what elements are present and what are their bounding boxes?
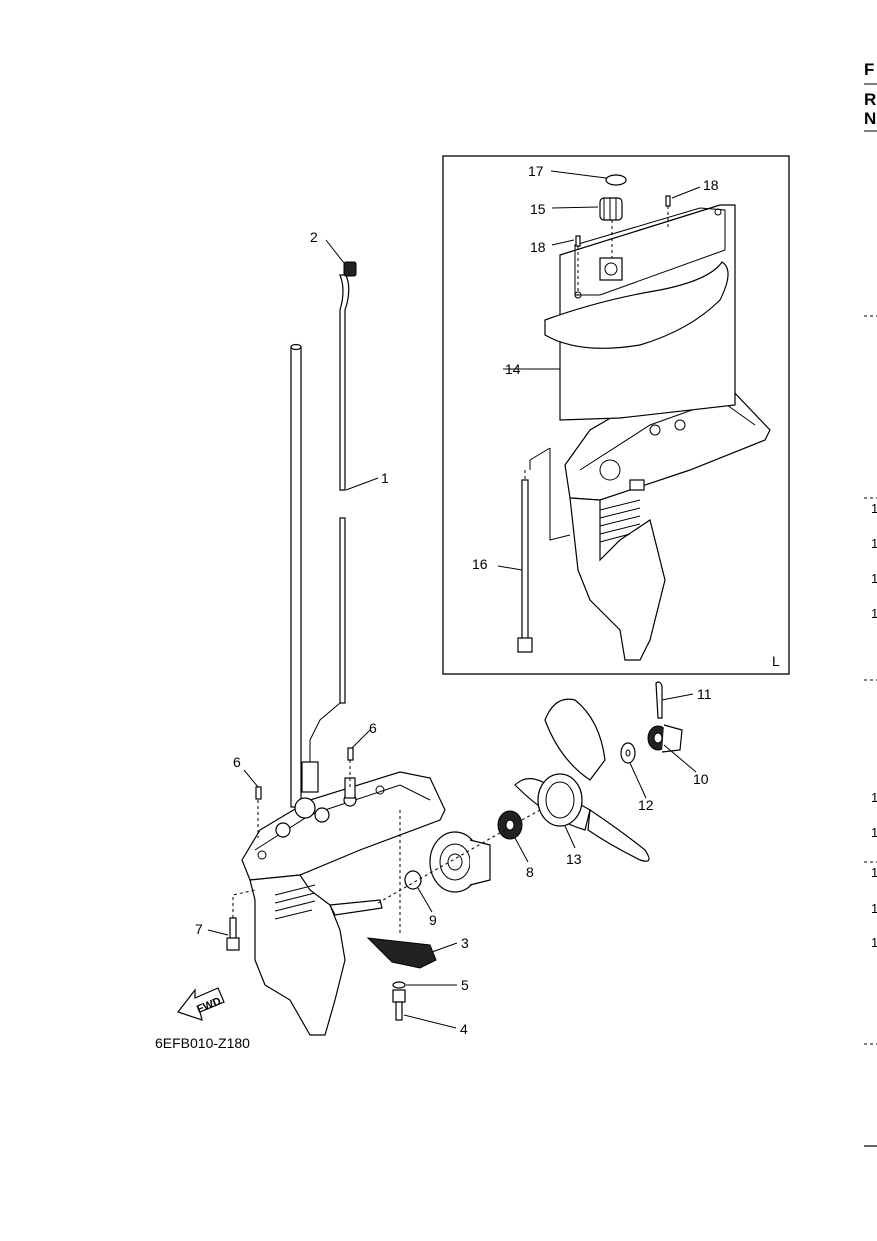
callout-8: 8 (526, 864, 534, 880)
dowel-pin-a (575, 235, 581, 247)
drive-shaft (290, 343, 302, 808)
edge-digit-7: 1 (871, 901, 877, 916)
fwd-arrow: FWD (177, 987, 225, 1021)
callout-1: 1 (381, 470, 389, 486)
callout-10: 10 (693, 771, 709, 787)
edge-digit-2: 1 (871, 571, 877, 586)
edge-letter-1: R (864, 90, 876, 109)
edge-digit-8: 1 (871, 935, 877, 950)
dowel-pin-6a (255, 786, 262, 800)
callout-18a: 18 (530, 239, 546, 255)
right-edge-fragment: F R N 1 1 1 1 1 1 1 1 1 (864, 60, 877, 1147)
bearing-housing (429, 831, 491, 893)
propeller-shaft (329, 899, 383, 916)
edge-digit-5: 1 (871, 825, 877, 840)
upper-casing (544, 204, 736, 421)
dowel-pin-6b (347, 747, 354, 761)
o-ring-9 (404, 870, 422, 890)
callout-15: 15 (530, 201, 546, 217)
callout-14: 14 (505, 361, 521, 377)
callout-13: 13 (566, 851, 582, 867)
callout-17: 17 (528, 163, 544, 179)
edge-digit-0: 1 (871, 501, 877, 516)
edge-letter-0: F (864, 60, 874, 79)
callout-16: 16 (472, 556, 488, 572)
shift-rod (309, 274, 350, 765)
nut (599, 197, 623, 221)
edge-letter-2: N (864, 109, 876, 128)
callout-6b: 6 (369, 720, 377, 736)
propeller (514, 698, 650, 862)
edge-digit-6: 1 (871, 865, 877, 880)
drawing-code: 6EFB010-Z180 (155, 1035, 250, 1051)
bolt-4 (392, 989, 406, 1021)
callout-3: 3 (461, 935, 469, 951)
callout-11: 11 (697, 686, 712, 702)
inset-label: L (772, 653, 780, 669)
circlip (605, 174, 627, 186)
edge-digit-4: 1 (871, 790, 877, 805)
propeller-nut (647, 724, 683, 753)
washer-5 (392, 981, 406, 989)
leader-lines (207, 170, 701, 1029)
long-bolt (517, 470, 533, 653)
callout-6a: 6 (233, 754, 241, 770)
lower-unit (241, 761, 446, 1036)
callout-4: 4 (460, 1021, 468, 1037)
callout-5: 5 (461, 977, 469, 993)
edge-digit-1: 1 (871, 536, 877, 551)
dowel-pin-b (665, 195, 671, 207)
inset-frame (442, 155, 790, 675)
callout-12: 12 (638, 797, 654, 813)
grommet (343, 261, 357, 277)
bolt-7 (226, 889, 256, 951)
anode (366, 937, 437, 969)
callout-2: 2 (310, 229, 318, 245)
edge-digit-3: 1 (871, 606, 877, 621)
cotter-pin (655, 681, 663, 719)
callout-7: 7 (195, 921, 203, 937)
inset-lower-casing (564, 387, 771, 661)
callout-18b: 18 (703, 177, 719, 193)
callout-9: 9 (429, 912, 437, 928)
